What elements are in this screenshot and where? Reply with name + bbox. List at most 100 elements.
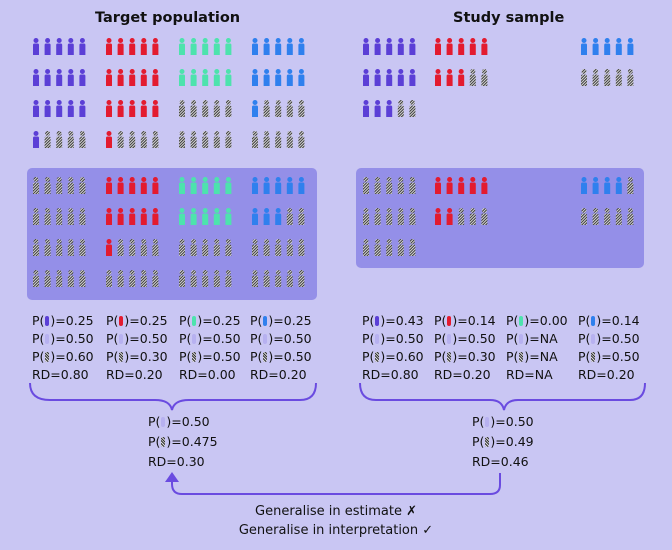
purple-person-icon [397,69,404,86]
purple-person-icon [67,69,74,86]
hatched-person-icon [44,270,51,287]
hatched-person-icon [67,208,74,225]
hatched-person-icon [44,208,51,225]
purple-person-icon [56,38,63,55]
red-person-icon [140,177,147,194]
purple-person-icon [56,69,63,86]
hatched-person-icon [106,270,112,287]
red-person-icon [458,177,465,194]
teal-person-icon [179,208,185,225]
hatched-person-icon [363,239,369,256]
red-person-icon [106,38,112,55]
hatched-person-icon [374,177,381,194]
blue-person-icon [298,38,305,55]
hatched-person-icon [179,131,185,148]
hatched-person-icon [129,270,136,287]
hatched-person-icon [33,239,39,256]
hatched-person-icon [458,208,465,225]
hatched-person-icon [592,208,599,225]
hatched-person-icon [252,239,258,256]
blue-person-icon [604,177,611,194]
purple-person-icon [386,38,393,55]
teal-person-icon [225,69,232,86]
hatched-person-icon [374,208,381,225]
target-population-title: Target population [95,10,241,26]
light-person-icon [263,334,268,344]
purple-person-icon [44,69,51,86]
hatched-person-icon [213,131,220,148]
hatched-person-icon [627,177,634,194]
hatched-person-icon [481,208,488,225]
hatched-person-icon [275,239,282,256]
hatched-person-icon [33,177,39,194]
hatched-person-icon [604,208,611,225]
red-person-icon [458,38,465,55]
red-person-icon [117,208,124,225]
light-person-icon [45,334,50,344]
hatched-person-icon [129,131,136,148]
purple-person-icon [409,38,416,55]
red-person-icon [446,69,453,86]
teal-person-icon [213,38,220,55]
blue-person-icon [298,177,305,194]
blue-person-icon [604,38,611,55]
teal-person-icon [213,69,220,86]
hatched-person-icon [225,131,232,148]
purple-person-icon [67,38,74,55]
purple-person-icon [409,69,416,86]
hatched-person-icon [409,208,416,225]
hatched-person-icon [386,239,393,256]
footer-estimate: Generalise in estimate ✗ [255,504,417,519]
blue-person-icon [263,38,270,55]
hatched-person-icon [202,239,209,256]
hatched-person-icon [263,352,268,362]
hatched-person-icon [225,270,232,287]
hatched-person-icon [286,239,293,256]
hatched-person-icon [79,270,86,287]
hatched-person-icon [179,239,185,256]
red-person-icon [152,38,159,55]
red-person-icon [129,100,136,117]
purple-person-icon [363,100,369,117]
right-summary: P()=0.50 P()=0.49 RD=0.46 [472,414,534,469]
blue-person-icon [252,208,258,225]
hatched-person-icon [263,239,270,256]
hatched-person-icon [615,69,622,86]
hatched-person-icon [592,69,599,86]
red-person-icon [140,38,147,55]
blue-person-icon [581,38,587,55]
blue-person-icon [263,69,270,86]
hatched-person-icon [363,177,369,194]
hatched-person-icon [298,208,305,225]
hatched-person-icon [225,239,232,256]
purple-person-icon [67,100,74,117]
hatched-person-icon [56,239,63,256]
light-person-icon [485,417,490,427]
hatched-person-icon [615,208,622,225]
red-person-icon [117,38,124,55]
hatched-person-icon [397,239,404,256]
hatched-person-icon [298,239,305,256]
blue-person-icon [252,100,258,117]
teal-person-icon [225,38,232,55]
hatched-person-icon [481,69,488,86]
hatched-person-icon [375,352,380,362]
red-person-icon [152,177,159,194]
teal-person-icon [179,177,185,194]
hatched-person-icon [581,208,587,225]
red-person-icon [129,69,136,86]
hatched-person-icon [190,239,197,256]
purple-person-icon [386,69,393,86]
teal-person-icon [202,38,209,55]
red-person-icon [140,69,147,86]
purple-person-icon [397,38,404,55]
light-person-icon [375,334,380,344]
hatched-person-icon [79,239,86,256]
hatched-person-icon [397,208,404,225]
hatched-person-icon [275,100,282,117]
teal-person-icon [190,38,197,55]
group-person-icon [375,316,380,326]
